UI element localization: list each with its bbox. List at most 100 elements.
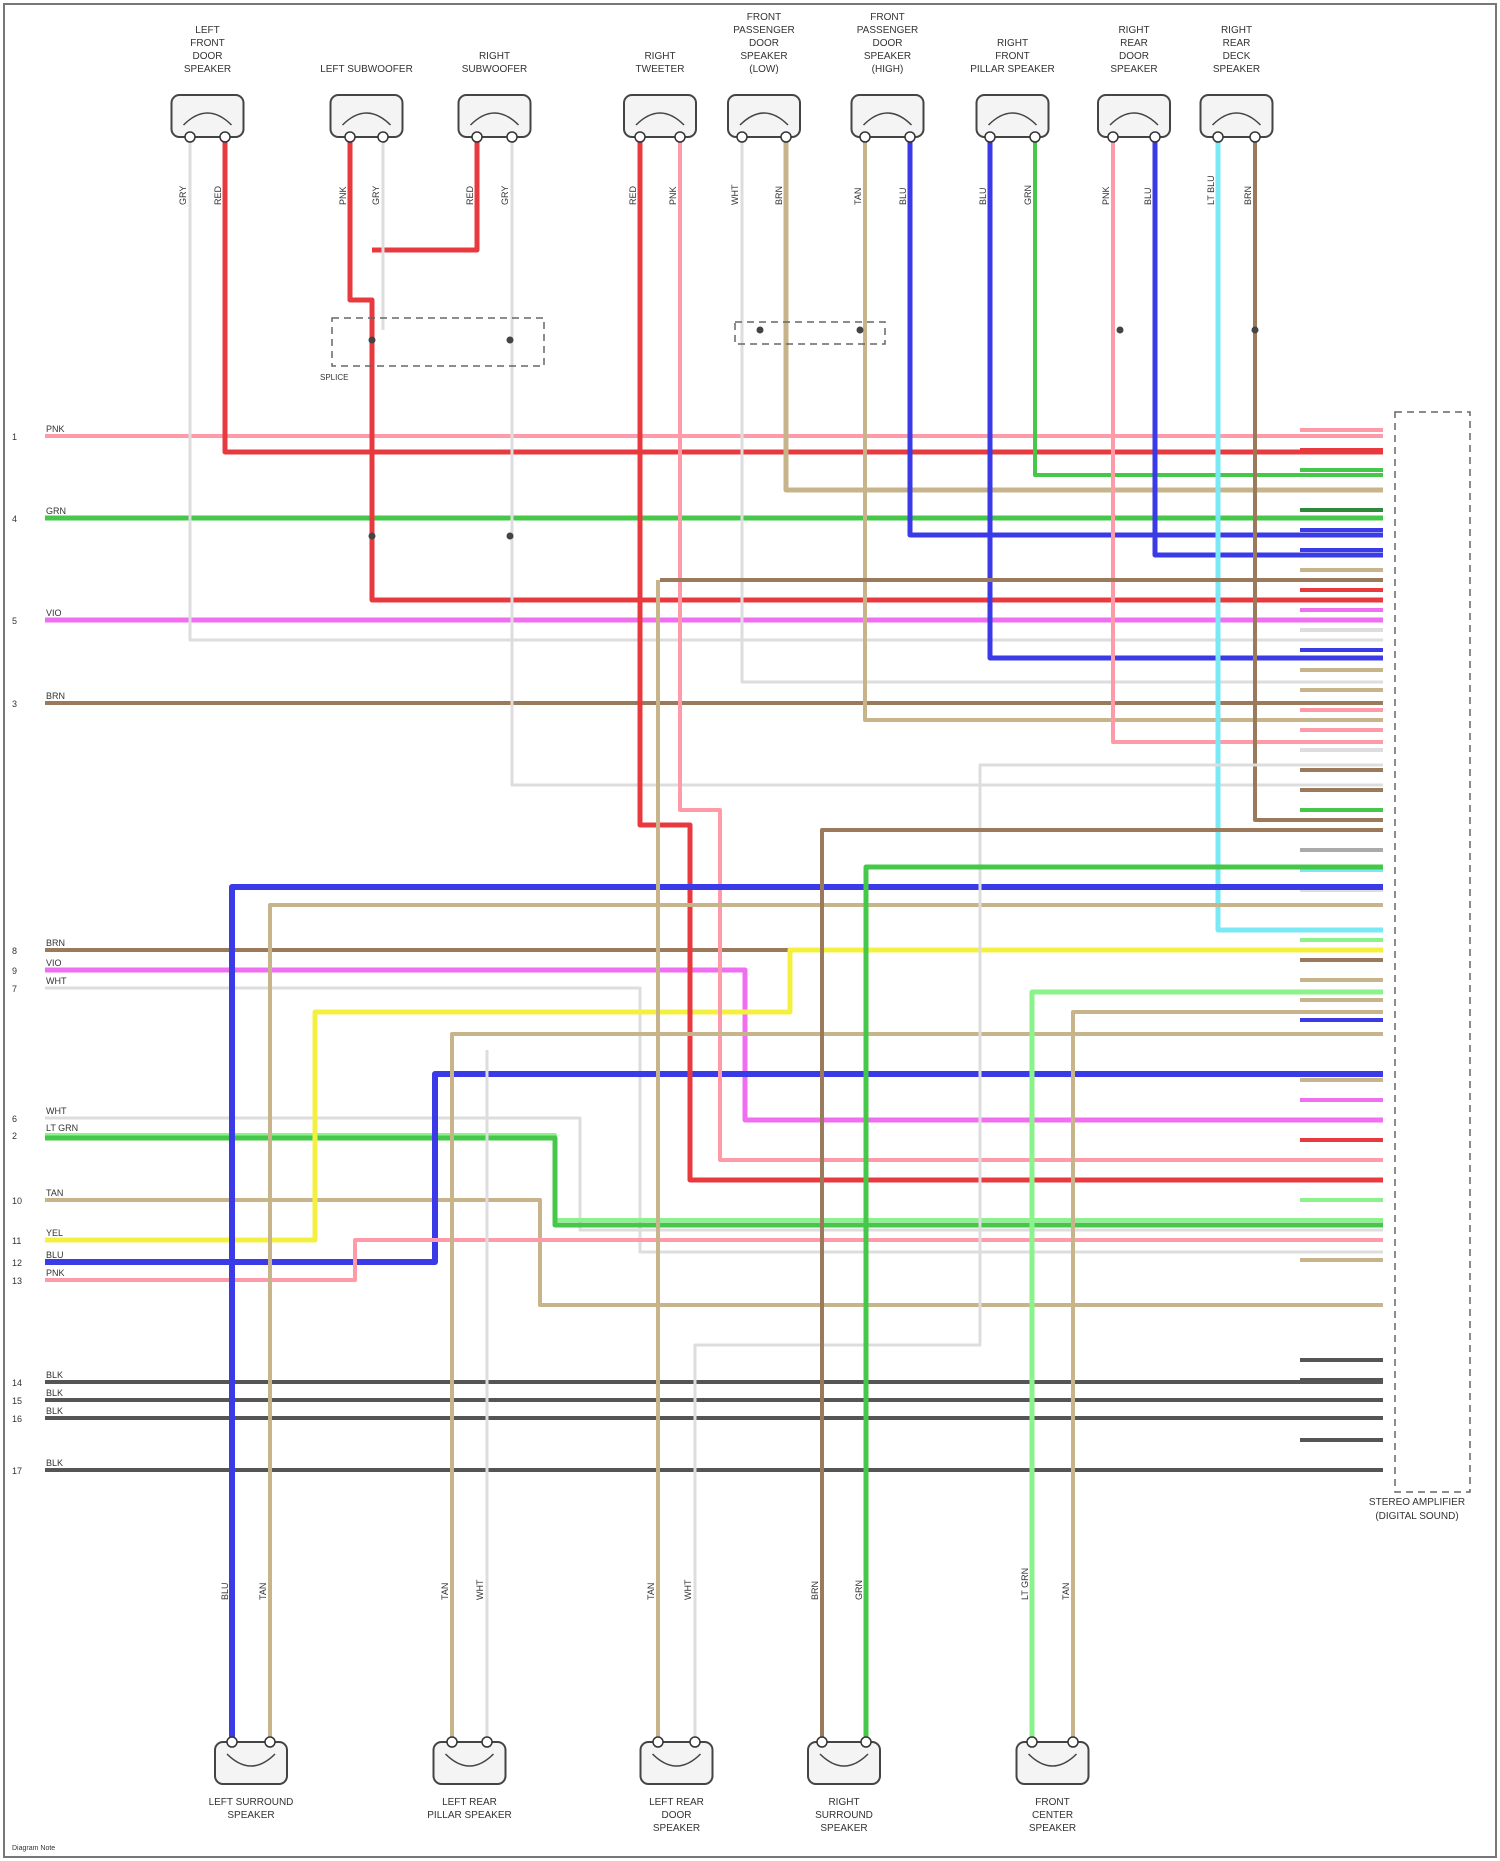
top-speaker-lfd-pin-0 (185, 132, 195, 142)
top-speaker-rsub-name-line-0: RIGHT (479, 51, 510, 62)
top-speaker-rsub-wire-label-1: GRY (500, 186, 510, 205)
top-speaker-rsub-name-line-1: SUBWOOFER (462, 64, 528, 75)
top-speaker-rtw-body (624, 95, 696, 137)
left-pin-number-2: 5 (12, 616, 17, 626)
top-speaker-rmp-body (977, 95, 1049, 137)
top-speaker-rsh-wire-label-1: BLU (898, 187, 908, 205)
top-speaker-rtw-wire-label-0: RED (628, 185, 638, 205)
top-speaker-rsm-name-line-1: PASSENGER (733, 25, 795, 36)
top-speaker-rmp-pin-0 (985, 132, 995, 142)
top-speaker-rrd-pin-0 (1108, 132, 1118, 142)
top-speaker-rsh-pin-0 (860, 132, 870, 142)
left-pin-color-1: GRN (46, 506, 66, 516)
left-pin-number-13: 14 (12, 1378, 22, 1388)
left-pin-color-8: LT GRN (46, 1123, 78, 1133)
bottom-speaker-lrd-name-line-2: SPEAKER (653, 1823, 700, 1834)
top-speaker-rrw-name-line-0: RIGHT (1221, 25, 1252, 36)
bottom-speaker-rsur-pin-1 (861, 1737, 871, 1747)
left-pin-color-3: BRN (46, 691, 65, 701)
left-pin-color-12: PNK (46, 1268, 65, 1278)
splice-dot-6 (1117, 327, 1124, 334)
left-pin-color-11: BLU (46, 1250, 64, 1260)
left-pin-number-4: 8 (12, 946, 17, 956)
top-speaker-rsh-name-line-1: PASSENGER (857, 25, 919, 36)
top-speaker-rsub-body (459, 95, 531, 137)
top-speaker-rsh-name-line-0: FRONT (870, 12, 904, 23)
splice-dot-2 (369, 533, 376, 540)
bottom-speaker-lrd-pin-1 (690, 1737, 700, 1747)
top-speaker-rmp-wire-label-0: BLU (978, 187, 988, 205)
bottom-speaker-lrd-name-line-1: DOOR (662, 1810, 692, 1821)
top-speaker-rrw-name-line-2: DECK (1223, 51, 1251, 62)
splice-dot-1 (507, 337, 514, 344)
bottom-speaker-lsur-pin-1 (265, 1737, 275, 1747)
bottom-speaker-rsur-name-line-1: SURROUND (815, 1810, 873, 1821)
top-speaker-rmp-pin-1 (1030, 132, 1040, 142)
bottom-speaker-ctr-wire-label-0: LT GRN (1020, 1568, 1030, 1600)
top-speaker-rtw-pin-0 (635, 132, 645, 142)
bottom-speaker-lrp-wire-label-0: TAN (440, 1583, 450, 1600)
bottom-speaker-lrp-name-line-1: PILLAR SPEAKER (427, 1810, 511, 1821)
bottom-speaker-ctr-name-line-2: SPEAKER (1029, 1823, 1076, 1834)
bottom-speaker-rsur-pin-0 (817, 1737, 827, 1747)
bottom-speaker-ctr-pin-1 (1068, 1737, 1078, 1747)
top-speaker-rrw-wire-label-0: LT BLU (1206, 175, 1216, 205)
bottom-speaker-ctr-pin-0 (1027, 1737, 1037, 1747)
top-speaker-rmp-name-line-2: PILLAR SPEAKER (970, 64, 1054, 75)
left-pin-number-14: 15 (12, 1396, 22, 1406)
bottom-speaker-lrp-body (434, 1742, 506, 1784)
bottom-speaker-rsur-wire-label-0: BRN (810, 1581, 820, 1600)
bottom-speaker-lrd-name-line-0: LEFT REAR (649, 1797, 704, 1808)
bottom-speaker-lrd-wire-label-0: TAN (646, 1583, 656, 1600)
top-speaker-rtw-pin-1 (675, 132, 685, 142)
left-pin-number-11: 12 (12, 1258, 22, 1268)
top-speaker-rrd-wire-label-0: PNK (1101, 186, 1111, 205)
left-pin-color-14: BLK (46, 1388, 63, 1398)
top-speaker-rsm-name-line-0: FRONT (747, 12, 781, 23)
left-pin-color-9: TAN (46, 1188, 63, 1198)
top-speaker-rtw-wire-label-1: PNK (668, 186, 678, 205)
bottom-speaker-lsur-pin-0 (227, 1737, 237, 1747)
top-speaker-rrw-wire-label-1: BRN (1243, 186, 1253, 205)
left-pin-color-10: YEL (46, 1228, 63, 1238)
splice-dot-4 (757, 327, 764, 334)
left-pin-number-15: 16 (12, 1414, 22, 1424)
bottom-speaker-ctr-body (1017, 1742, 1089, 1784)
top-speaker-rrd-body (1098, 95, 1170, 137)
bottom-speaker-lsur-name-line-0: LEFT SURROUND (209, 1797, 294, 1808)
left-pin-color-5: VIO (46, 958, 62, 968)
top-speaker-lfd-name-line-3: SPEAKER (184, 64, 231, 75)
left-pin-color-7: WHT (46, 1106, 67, 1116)
splice-dot-3 (507, 533, 514, 540)
left-pin-color-0: PNK (46, 424, 65, 434)
top-speaker-rrw-pin-0 (1213, 132, 1223, 142)
footer-note: Diagram Note (12, 1845, 55, 1852)
top-speaker-rsh-wire-label-0: TAN (853, 188, 863, 205)
top-speaker-rrd-pin-1 (1150, 132, 1160, 142)
top-speaker-rsh-name-line-3: SPEAKER (864, 51, 911, 62)
top-speaker-rsh-pin-1 (905, 132, 915, 142)
top-speaker-rsh-name-line-2: DOOR (873, 38, 903, 49)
left-pin-number-9: 10 (12, 1196, 22, 1206)
top-speaker-rrd-wire-label-1: BLU (1143, 187, 1153, 205)
top-speaker-lsub-name-line-0: LEFT SUBWOOFER (320, 64, 413, 75)
bottom-speaker-lrd-body (641, 1742, 713, 1784)
bottom-speaker-lrd-wire-label-1: WHT (683, 1579, 693, 1600)
bottom-speaker-lrd-pin-0 (653, 1737, 663, 1747)
top-speaker-rsm-wire-label-1: BRN (774, 186, 784, 205)
bottom-speaker-lsur-wire-label-1: TAN (258, 1583, 268, 1600)
bottom-speaker-ctr-wire-label-1: TAN (1061, 1583, 1071, 1600)
top-speaker-rmp-wire-label-1: GRN (1023, 185, 1033, 205)
top-speaker-rrd-name-line-2: DOOR (1119, 51, 1149, 62)
left-pin-number-5: 9 (12, 966, 17, 976)
left-pin-number-6: 7 (12, 984, 17, 994)
top-speaker-rsm-name-line-2: DOOR (749, 38, 779, 49)
top-speaker-rsh-name-line-4: (HIGH) (872, 64, 904, 75)
top-speaker-lfd-body (172, 95, 244, 137)
bottom-speaker-ctr-name-line-0: FRONT (1035, 1797, 1069, 1808)
left-pin-number-12: 13 (12, 1276, 22, 1286)
bottom-speaker-lsur-wire-label-0: BLU (220, 1582, 230, 1600)
left-pin-number-0: 1 (12, 432, 17, 442)
bottom-speaker-lrp-pin-1 (482, 1737, 492, 1747)
top-speaker-lsub-body (331, 95, 403, 137)
